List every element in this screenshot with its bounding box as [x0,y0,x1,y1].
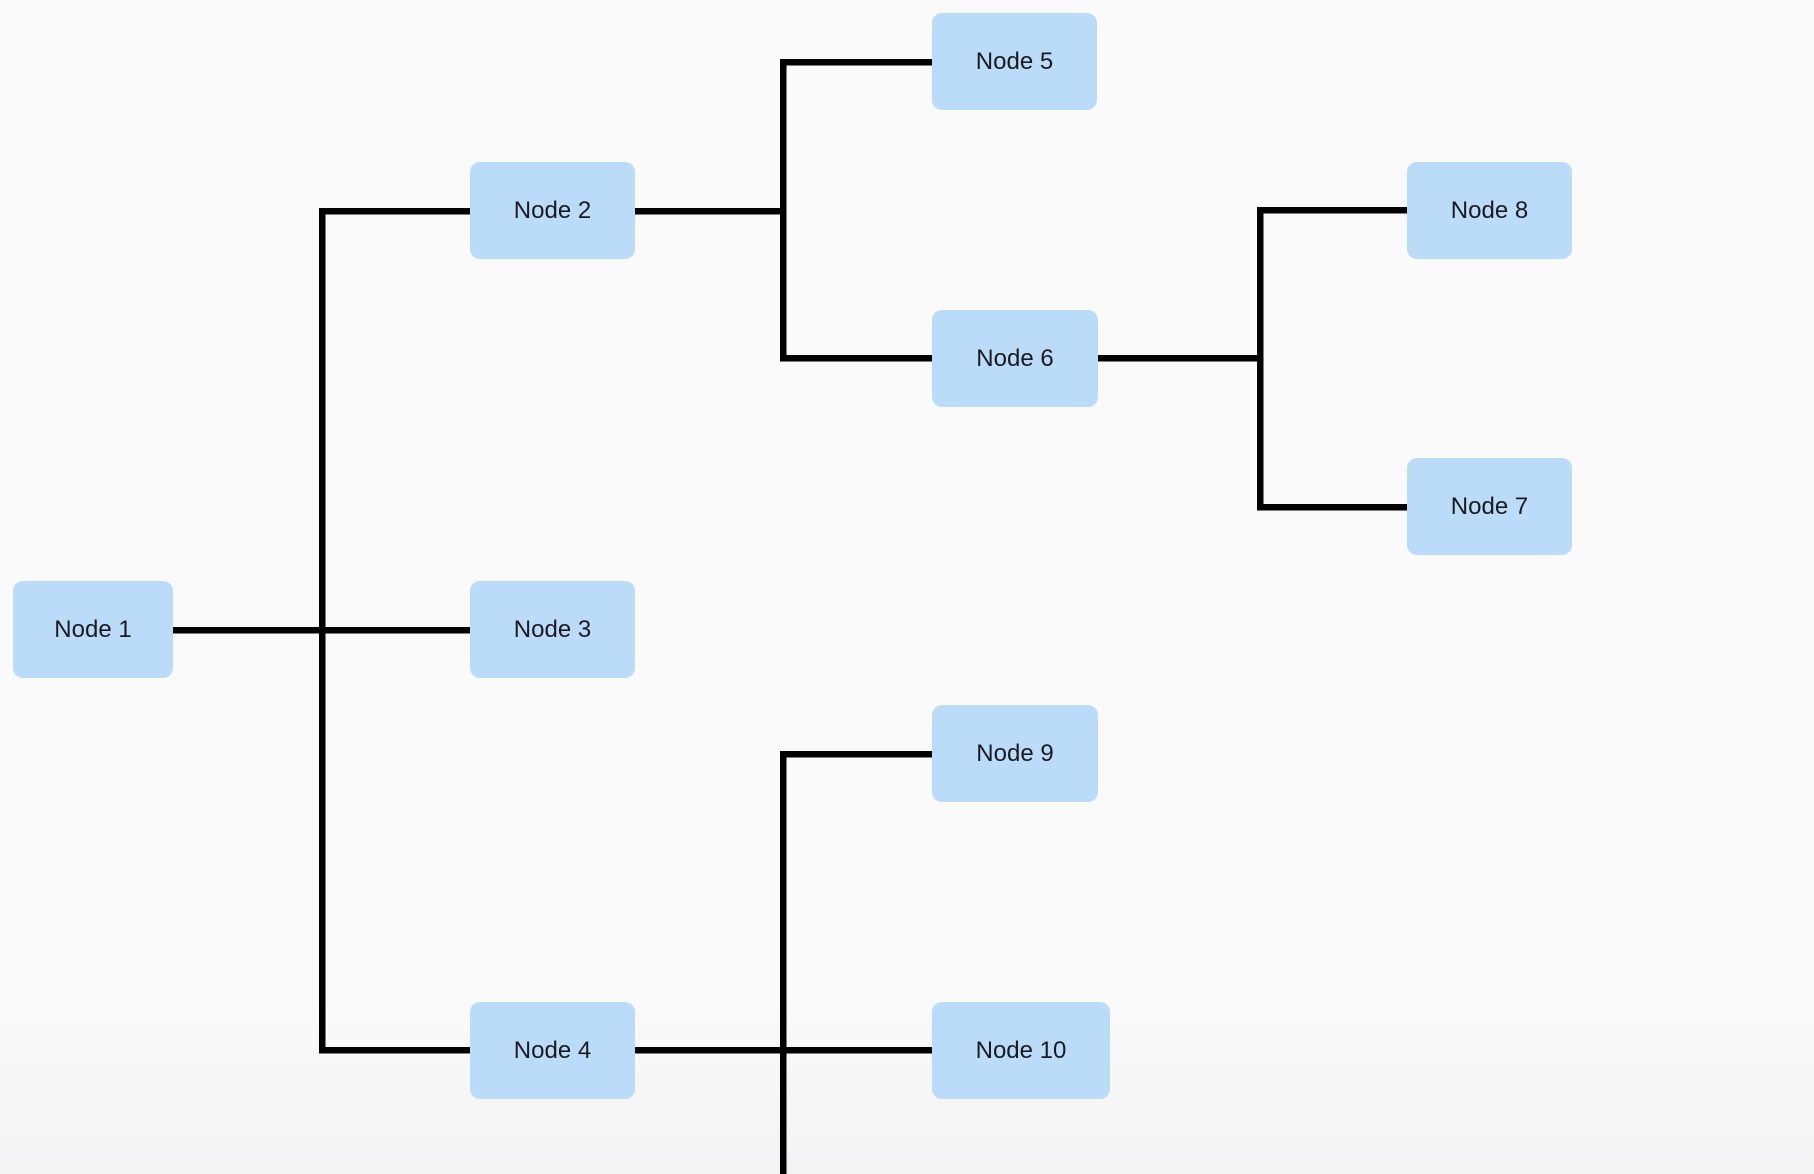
node-label: Node 7 [1450,492,1529,520]
flow-node-1[interactable]: Node 1 [13,581,173,678]
flow-edge-2-5[interactable] [635,58,932,215]
flow-edge-1-2[interactable] [173,207,470,634]
flow-node-4[interactable]: Node 4 [470,1002,635,1099]
flow-edge-6-8[interactable] [1098,206,1407,362]
flow-edge-6-7[interactable] [1098,354,1407,511]
node-label: Node 6 [976,344,1054,372]
flow-edge-1-4[interactable] [173,626,470,1054]
flow-node-3[interactable]: Node 3 [470,581,635,678]
flow-node-10[interactable]: Node 10 [932,1002,1110,1099]
flow-node-9[interactable]: Node 9 [932,705,1098,802]
node-label: Node 4 [513,1036,592,1064]
node-label: Node 5 [975,47,1054,75]
flow-node-7[interactable]: Node 7 [1407,458,1572,555]
flow-node-6[interactable]: Node 6 [932,310,1098,407]
node-label: Node 2 [513,196,592,224]
flow-edge-4-9[interactable] [635,750,932,1054]
flow-node-5[interactable]: Node 5 [932,13,1097,110]
flow-node-2[interactable]: Node 2 [470,162,635,259]
node-label: Node 3 [513,615,592,643]
flow-edge-2-6[interactable] [635,207,932,362]
node-label: Node 8 [1450,196,1529,224]
node-label: Node 1 [54,615,132,643]
flow-edge-4-offscreen-bottom[interactable] [635,1046,787,1174]
node-label: Node 9 [976,739,1054,767]
flow-node-8[interactable]: Node 8 [1407,162,1572,259]
node-label: Node 10 [975,1036,1067,1064]
